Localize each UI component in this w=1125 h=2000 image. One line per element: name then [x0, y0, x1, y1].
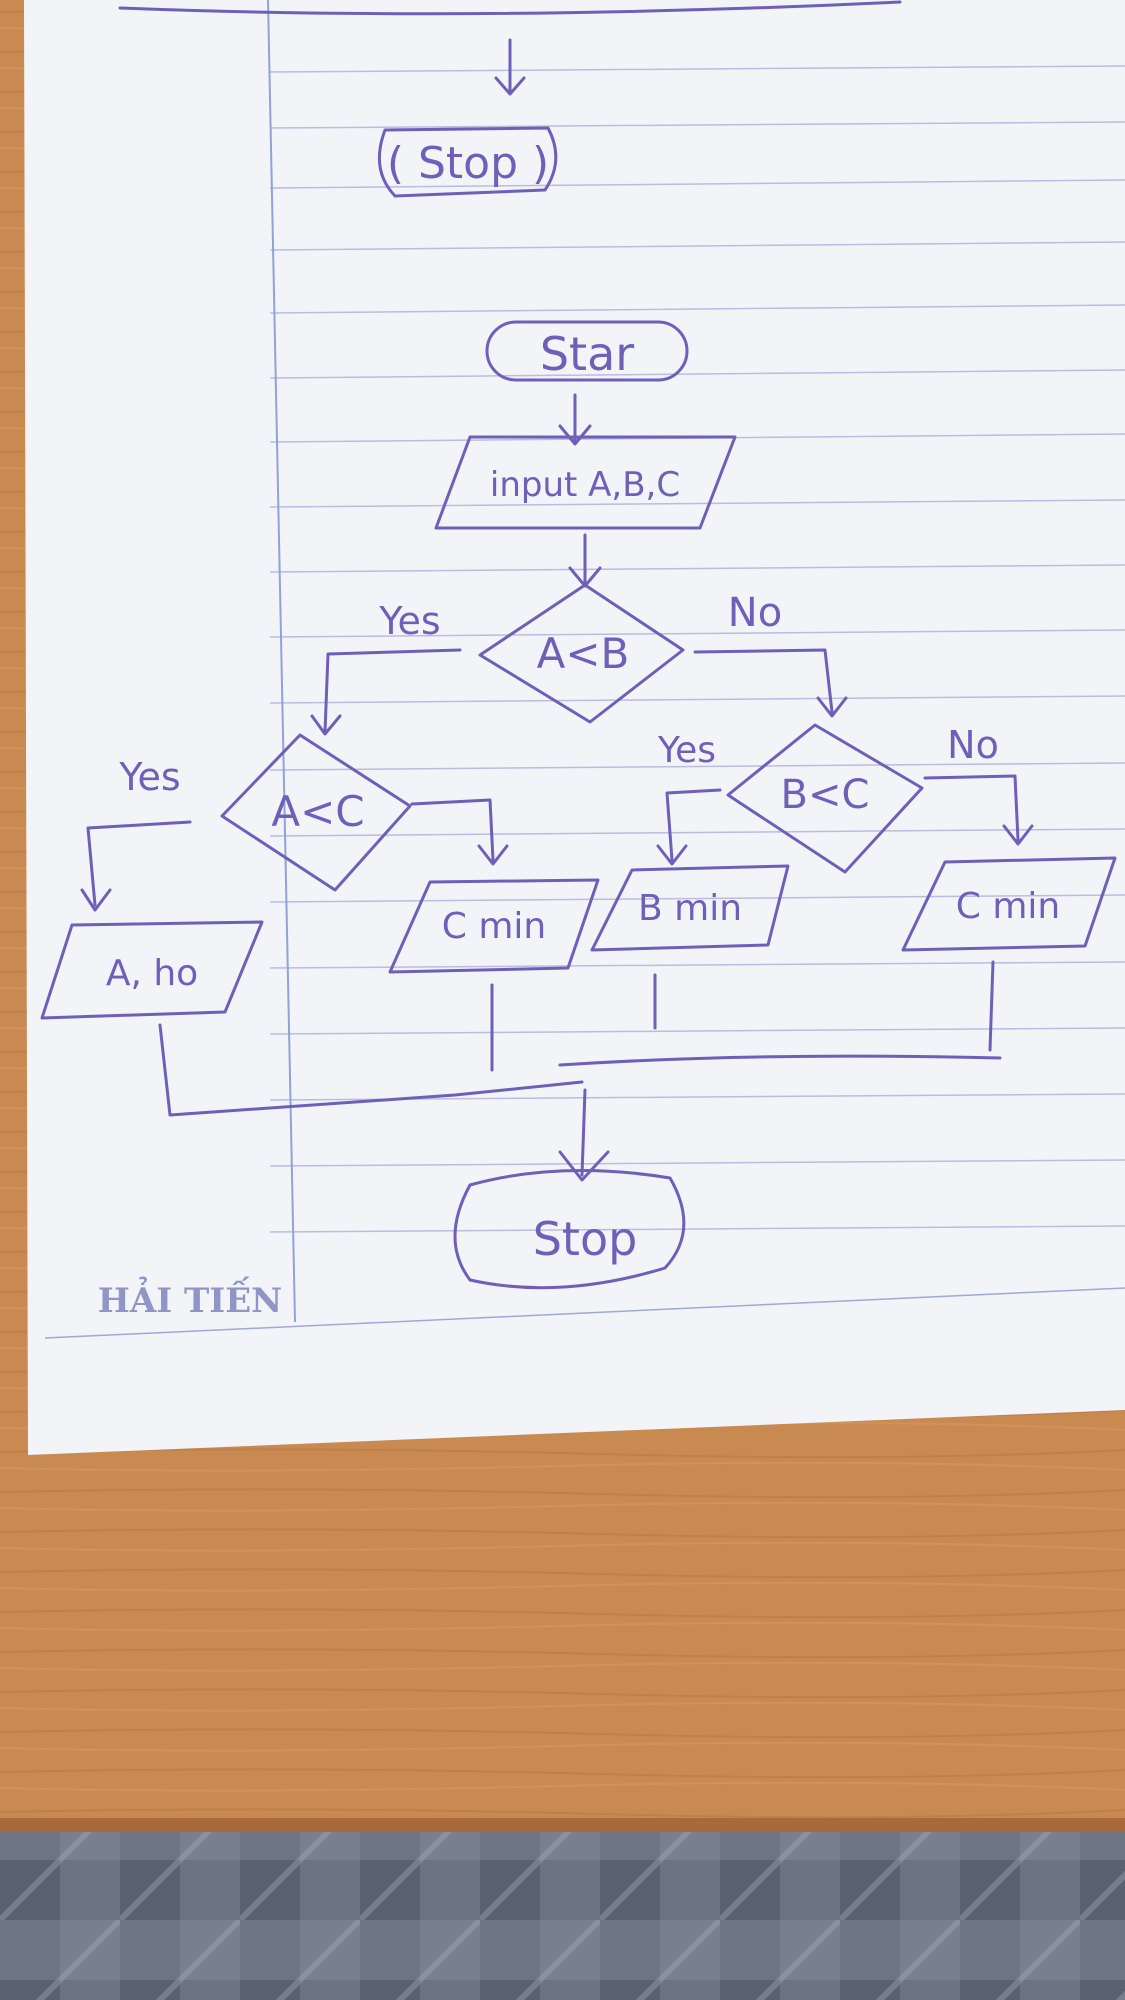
start-label: Star	[540, 327, 634, 381]
output-a-parallelogram	[40, 920, 264, 1020]
decision-ab-label: A<B	[537, 629, 630, 678]
start-terminator	[485, 320, 689, 382]
desk-edge	[0, 1818, 1125, 1832]
decision-bc-diamond	[726, 723, 924, 874]
input-label: input A,B,C	[490, 465, 680, 505]
margin-line	[267, 0, 296, 1323]
output-c-left-label: C min	[442, 906, 546, 947]
end-terminator	[453, 1168, 686, 1290]
decision-ac-label: A<C	[271, 787, 364, 836]
decision-ac-diamond	[220, 733, 412, 892]
flowchart-strokes	[40, 0, 1117, 1290]
decision-ac-yes-label: Yes	[118, 755, 180, 799]
output-b-label: B min	[638, 888, 742, 929]
decision-ab-diamond	[478, 583, 685, 724]
notebook-brand: HẢI TIẾN	[98, 1276, 282, 1321]
decision-ab-yes-label: Yes	[378, 599, 440, 643]
output-a-label: A, ho	[106, 953, 198, 994]
output-c-left-parallelogram	[388, 878, 600, 974]
top-stop-terminator	[377, 126, 558, 198]
top-stop-label: ( Stop )	[387, 138, 549, 189]
end-label: Stop	[533, 1212, 638, 1266]
input-parallelogram	[434, 435, 737, 530]
decision-ab-no-label: No	[728, 590, 782, 636]
decision-bc-label: B<C	[781, 772, 870, 818]
notebook-page	[24, 0, 1125, 1455]
output-b-parallelogram	[590, 864, 790, 952]
decision-bc-no-label: No	[947, 723, 999, 767]
decision-bc-yes-label: Yes	[657, 730, 716, 771]
tablecloth	[0, 1832, 1125, 2000]
output-c-right-parallelogram	[901, 856, 1117, 952]
output-c-right-label: C min	[956, 886, 1060, 927]
